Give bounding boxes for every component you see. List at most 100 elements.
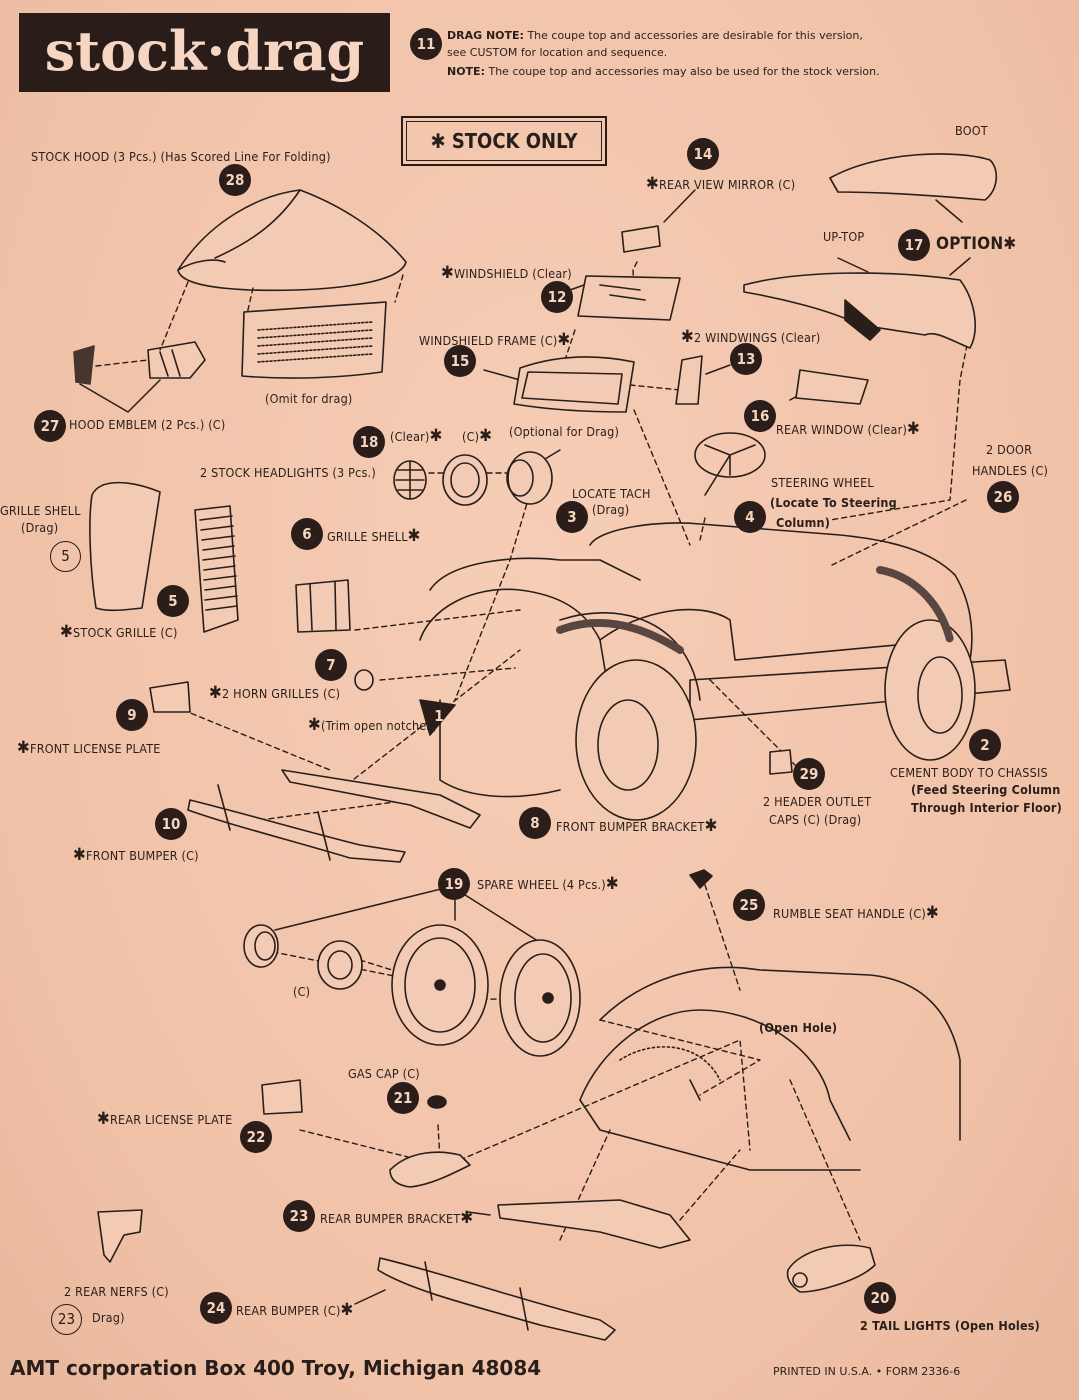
label-grille-shell-drag-1: GRILLE SHELL [0, 503, 81, 518]
label-rear-view-mirror: ✱REAR VIEW MIRROR (C) [646, 174, 796, 194]
rumble-seat-handle-text: RUMBLE SEAT HANDLE (C) [773, 906, 926, 921]
rear-bumper-bracket-text: REAR BUMPER BRACKET [320, 1211, 461, 1226]
footer-printed: PRINTED IN U.S.A. • FORM 2336-6 [773, 1365, 961, 1378]
label-grille-shell: GRILLE SHELL✱ [327, 526, 421, 546]
stock-hood-drawing [73, 189, 407, 385]
badge-15: 15 [444, 345, 476, 377]
drag-note-label: DRAG NOTE: [447, 29, 524, 42]
label-windwings: ✱2 WINDWINGS (Clear) [681, 327, 821, 347]
c-text: (C) [462, 429, 480, 444]
label-locate-tach: LOCATE TACH [572, 486, 651, 501]
windshield-text: WINDSHIELD (Clear) [454, 266, 572, 281]
label-optional-for-drag: (Optional for Drag) [509, 424, 620, 439]
badge-23-outline: 23 [51, 1304, 82, 1335]
badge-27: 27 [34, 410, 66, 442]
label-option: OPTION✱ [936, 234, 1017, 254]
note-label: NOTE: [447, 65, 485, 78]
horn-grilles-text: 2 HORN GRILLES (C) [222, 686, 341, 701]
badge-7: 7 [315, 649, 347, 681]
label-tail-lights: 2 TAIL LIGHTS (Open Holes) [860, 1318, 1041, 1333]
note-text: The coupe top and accessories may also b… [488, 65, 880, 78]
label-rear-nerfs-drag: Drag) [92, 1310, 125, 1325]
badge-3: 3 [556, 501, 588, 533]
label-rear-license-plate: ✱REAR LICENSE PLATE [97, 1109, 233, 1129]
badge-19: 19 [438, 868, 470, 900]
rear-window-text: REAR WINDOW (Clear) [776, 422, 908, 437]
clear-text: (Clear) [390, 429, 430, 444]
label-cement-body-3: Through Interior Floor) [911, 800, 1062, 815]
label-cement-body-2: (Feed Steering Column [911, 782, 1061, 797]
label-steering-wheel-3: Column) [776, 515, 831, 530]
label-windshield: ✱WINDSHIELD (Clear) [441, 263, 572, 283]
label-stock-hood: STOCK HOOD (3 Pcs.) (Has Scored Line For… [31, 149, 331, 164]
trim-notches-text: (Trim open notches) [321, 718, 438, 733]
label-header-caps-2: CAPS (C) (Drag) [769, 812, 862, 827]
note: NOTE: The coupe top and accessories may … [447, 64, 880, 81]
front-bumper-bracket-text: FRONT BUMPER BRACKET [556, 819, 705, 834]
label-front-license-plate: ✱FRONT LICENSE PLATE [17, 738, 161, 758]
label-stock-headlights: 2 STOCK HEADLIGHTS (3 Pcs.) [200, 465, 376, 480]
drag-note-text: The coupe top and accessories are desira… [527, 29, 863, 42]
option-text: OPTION [936, 234, 1004, 254]
badge-12: 12 [541, 281, 573, 313]
label-steering-wheel-2: (Locate To Steering [770, 495, 897, 510]
badge-1: 1 [434, 707, 444, 725]
label-rear-bumper: REAR BUMPER (C)✱ [236, 1300, 354, 1320]
label-rear-nerfs: 2 REAR NERFS (C) [64, 1284, 169, 1299]
label-door-handles-1: 2 DOOR [986, 442, 1033, 457]
badge-22: 22 [240, 1121, 272, 1153]
step-badge-11: 11 [410, 28, 442, 60]
stock-drag-logo: stock·drag [19, 13, 390, 92]
badge-2: 2 [969, 729, 1001, 761]
label-rumble-seat-handle: RUMBLE SEAT HANDLE (C)✱ [773, 903, 940, 923]
label-trim-notches: ✱(Trim open notches) [308, 715, 438, 735]
badge-4: 4 [734, 501, 766, 533]
label-header-caps-1: 2 HEADER OUTLET [763, 794, 872, 809]
label-cement-body-1: CEMENT BODY TO CHASSIS [890, 765, 1048, 780]
drag-note: DRAG NOTE: The coupe top and accessories… [447, 28, 863, 61]
label-steering-wheel: STEERING WHEEL [771, 475, 874, 490]
label-grille-shell-drag-2: (Drag) [21, 520, 59, 535]
label-clear: (Clear)✱ [390, 426, 443, 446]
label-stock-grille: ✱STOCK GRILLE (C) [60, 622, 178, 642]
badge-29: 29 [793, 758, 825, 790]
stock-only-label: ✱ STOCK ONLY [406, 121, 602, 161]
badge-17: 17 [898, 229, 930, 261]
spare-wheel-text: SPARE WHEEL (4 Pcs.) [477, 877, 606, 892]
stock-only-box: ✱ STOCK ONLY [401, 116, 607, 166]
badge-23: 23 [283, 1200, 315, 1232]
label-gas-cap: GAS CAP (C) [348, 1066, 420, 1081]
label-door-handles-2: HANDLES (C) [972, 463, 1049, 478]
badge-8: 8 [519, 807, 551, 839]
rear-view-mirror-text: REAR VIEW MIRROR (C) [659, 177, 796, 192]
grille-shell-text: GRILLE SHELL [327, 529, 408, 544]
label-front-bumper-bracket: FRONT BUMPER BRACKET✱ [556, 816, 718, 836]
badge-24: 24 [200, 1292, 232, 1324]
label-windshield-frame: WINDSHIELD FRAME (C)✱ [419, 330, 571, 350]
rear-license-plate-text: REAR LICENSE PLATE [110, 1112, 233, 1127]
label-horn-grilles: ✱2 HORN GRILLES (C) [209, 683, 341, 703]
badge-21: 21 [387, 1082, 419, 1114]
badge-5: 5 [157, 585, 189, 617]
windwings-text: 2 WINDWINGS (Clear) [694, 330, 821, 345]
badge-14: 14 [687, 138, 719, 170]
label-c-spare: (C) [293, 984, 311, 999]
label-omit-for-drag: (Omit for drag) [265, 391, 353, 406]
label-front-bumper: ✱FRONT BUMPER (C) [73, 845, 199, 865]
badge-5-outline: 5 [50, 541, 81, 572]
label-locate-tach-drag: (Drag) [592, 502, 630, 517]
badge-9: 9 [116, 699, 148, 731]
badge-25: 25 [733, 889, 765, 921]
label-c: (C)✱ [462, 426, 493, 446]
badge-28: 28 [219, 164, 251, 196]
label-hood-emblem: HOOD EMBLEM (2 Pcs.) (C) [69, 417, 226, 432]
label-boot: BOOT [955, 123, 988, 138]
label-up-top: UP-TOP [823, 229, 865, 244]
badge-20: 20 [864, 1282, 896, 1314]
footer-company: AMT corporation Box 400 Troy, Michigan 4… [10, 1356, 542, 1380]
stock-grille-text: STOCK GRILLE (C) [73, 625, 178, 640]
front-license-plate-text: FRONT LICENSE PLATE [30, 741, 161, 756]
rear-bumper-text: REAR BUMPER (C) [236, 1303, 341, 1318]
